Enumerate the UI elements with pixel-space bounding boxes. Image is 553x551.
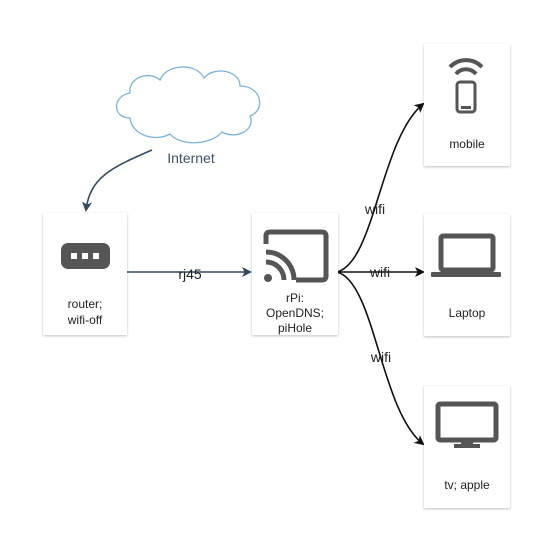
laptop-label: Laptop bbox=[449, 306, 486, 320]
rpi-node: rPi: OpenDNS; piHole bbox=[252, 213, 338, 335]
router-node: router; wifi-off bbox=[43, 213, 127, 335]
laptop-icon bbox=[431, 233, 501, 277]
edge-label-wifi-mobile: wifi bbox=[364, 201, 385, 217]
edge-label-wifi-laptop: wifi bbox=[369, 264, 390, 280]
tv-label: tv; apple bbox=[444, 478, 490, 492]
router-label-line1: router; bbox=[68, 297, 103, 311]
router-card bbox=[43, 213, 127, 335]
edge-internet-router bbox=[82, 149, 153, 212]
cast-icon bbox=[263, 229, 329, 283]
mobile-label: mobile bbox=[449, 137, 485, 151]
edge-rpi-tv bbox=[336, 271, 425, 446]
router-label-line2: wifi-off bbox=[67, 313, 103, 327]
edge-label-rj45: rj45 bbox=[178, 266, 202, 282]
internet-cloud: Internet bbox=[115, 66, 261, 166]
mobile-card bbox=[424, 44, 510, 166]
tv-node: tv; apple bbox=[424, 386, 510, 508]
smartphone-wifi-icon bbox=[448, 58, 484, 114]
mobile-node: mobile bbox=[424, 44, 510, 166]
monitor-icon bbox=[435, 401, 499, 448]
edge-rpi-mobile bbox=[336, 102, 425, 273]
rpi-label-line3: piHole bbox=[278, 321, 312, 335]
internet-label: Internet bbox=[167, 150, 215, 166]
rpi-label-line2: OpenDNS; bbox=[266, 306, 324, 320]
rpi-label-line1: rPi: bbox=[286, 291, 304, 305]
router-icon bbox=[61, 243, 110, 269]
cloud-icon bbox=[115, 66, 261, 144]
laptop-node: Laptop bbox=[424, 214, 510, 336]
edge-label-wifi-tv: wifi bbox=[370, 349, 391, 365]
